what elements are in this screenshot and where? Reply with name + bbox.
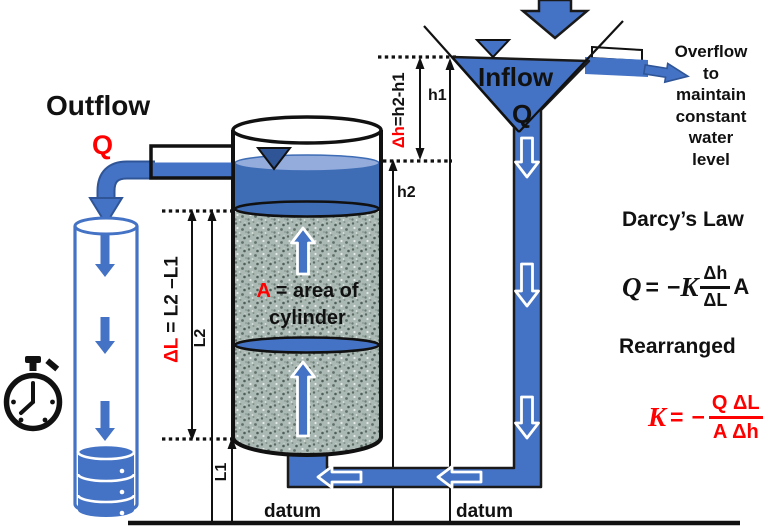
eq1-fraction: Δh ΔL: [700, 263, 731, 311]
eq1-q: Q: [622, 271, 642, 302]
l2-label: L2: [192, 328, 209, 348]
overflow-note-line: level: [692, 149, 730, 169]
eq2-denominator: A Δh: [712, 420, 759, 443]
inflow-q-label: Q: [512, 99, 533, 129]
cylinder-rim: [231, 115, 383, 145]
eq2-minus: −: [691, 403, 705, 430]
l1-label: L1: [213, 462, 230, 482]
overflow-note-line: constant: [675, 106, 747, 126]
outflow-elbow-arrow-icon: [88, 197, 124, 226]
soil-top-interface: [233, 200, 381, 218]
overflow-note-line: water: [688, 128, 734, 147]
inflow-arrow-icon: [519, 0, 591, 40]
cylinder-rim: [73, 216, 139, 236]
eq1-k: K: [680, 271, 699, 302]
funnel-right-edge: [518, 20, 624, 133]
collected-water-discs: [76, 443, 136, 517]
water-level-marker-icon: [255, 147, 293, 171]
delta-l-label: ΔL = L2 –L1: [161, 200, 183, 420]
eq1-numerator: Δh: [700, 263, 731, 289]
flow-arrow-icon: [316, 136, 540, 489]
delta-l-symbol: ΔL: [161, 337, 183, 363]
soil-texture: [235, 212, 379, 454]
area-symbol: A: [256, 280, 271, 302]
h1-label: h1: [428, 87, 447, 104]
overflow-note: Overflow to maintain constant water leve…: [652, 41, 768, 170]
water-level-marker-icon: [474, 39, 512, 59]
upward-flow-arrow-icon: [290, 226, 316, 438]
inflow-title: Inflow: [478, 62, 554, 92]
outflow-q-label: Q: [92, 130, 114, 160]
darcy-equation: Q = − K Δh ΔL A: [622, 261, 749, 313]
delta-h-rest: =h2-h1: [389, 72, 408, 127]
h2-label: h2: [397, 184, 416, 201]
soil-mid-interface: [233, 336, 381, 354]
dimension-lines: [162, 55, 456, 521]
soil-cylinder: [231, 115, 383, 457]
area-annotation: A = area of cylinder: [237, 278, 378, 331]
area-text: = area of: [275, 280, 359, 302]
stopwatch-icon: [3, 356, 63, 432]
darcys-law-title: Darcy’s Law: [622, 208, 744, 231]
datum-label-left: datum: [264, 501, 321, 522]
delta-h-symbol: Δh: [389, 126, 408, 149]
rearranged-label: Rearranged: [619, 335, 736, 358]
outflow-title: Outflow: [46, 90, 151, 121]
eq2-fraction: Q ΔL A Δh: [708, 392, 763, 443]
area-text-line2: cylinder: [269, 306, 346, 329]
overflow-note-line: maintain: [676, 85, 746, 104]
measuring-cylinder: [73, 216, 139, 517]
eq1-denominator: ΔL: [703, 289, 728, 310]
outflow-pipe: [88, 144, 235, 226]
dimension-arrowheads: [187, 57, 455, 449]
eq1-equals: =: [645, 273, 659, 300]
eq1-area: A: [733, 274, 750, 299]
datum-label-right: datum: [456, 501, 513, 522]
eq2-k: K: [648, 401, 667, 432]
down-flow-arrow-icon: [95, 234, 115, 441]
eq2-equals: =: [670, 403, 684, 430]
eq2-numerator: Q ΔL: [708, 392, 763, 419]
overflow-note-line: to: [702, 63, 720, 83]
delta-l-rest: = L2 –L1: [161, 256, 183, 333]
eq1-minus: −: [666, 273, 681, 300]
funnel-left-edge: [423, 25, 520, 133]
delta-h-label: Δh=h2-h1: [389, 50, 408, 170]
overflow-pipe: [585, 45, 648, 77]
rearranged-equation: K = − Q ΔL A Δh: [648, 389, 765, 445]
overflow-arrow-icon: [642, 62, 690, 84]
water-surface: [234, 154, 380, 172]
overflow-note-line: Overflow: [674, 42, 748, 61]
